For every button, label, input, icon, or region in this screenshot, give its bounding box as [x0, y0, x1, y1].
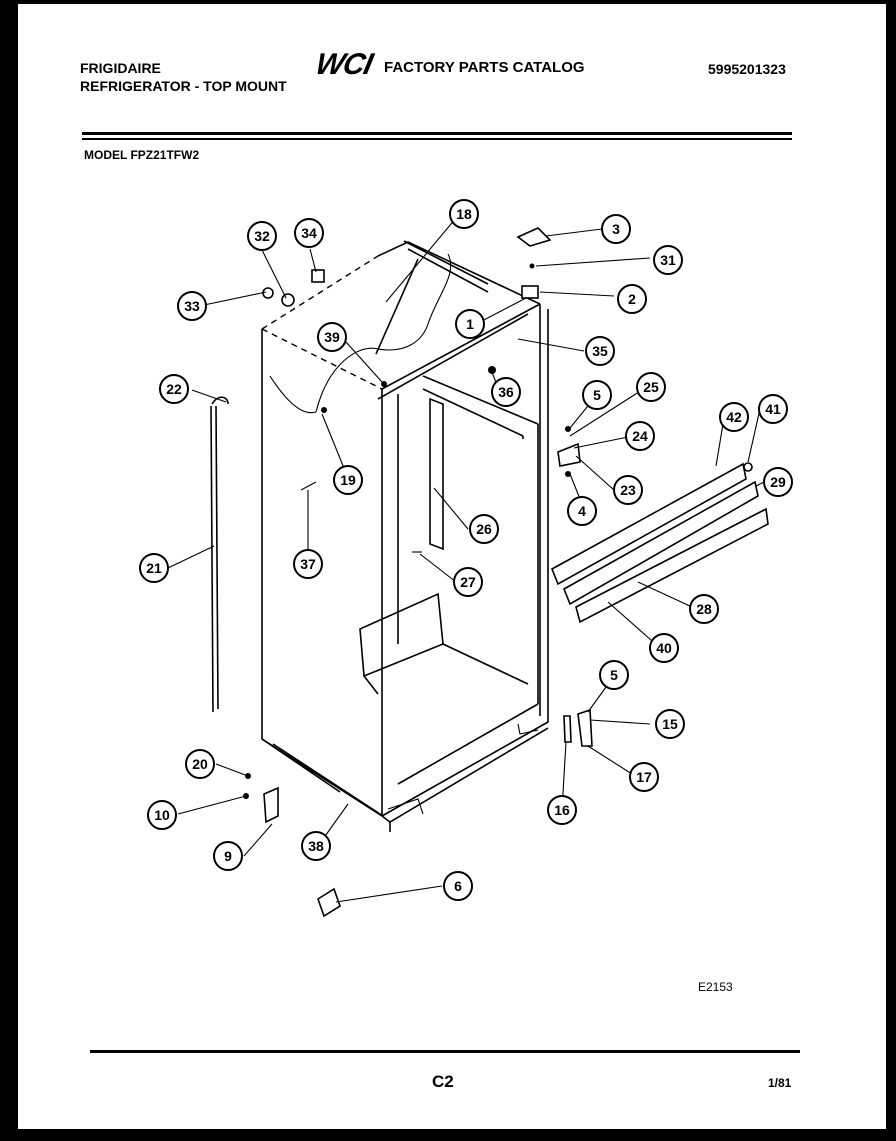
svg-text:18: 18	[456, 206, 472, 222]
diagram-code: E2153	[698, 980, 733, 994]
svg-text:28: 28	[696, 601, 712, 617]
callout-24: 24	[625, 421, 655, 451]
svg-text:41: 41	[765, 401, 781, 417]
svg-text:2: 2	[628, 291, 636, 307]
footer-rule	[90, 1050, 800, 1053]
parts-hardware	[210, 227, 769, 918]
svg-text:26: 26	[476, 521, 492, 537]
svg-text:21: 21	[146, 560, 162, 576]
product-type: REFRIGERATOR - TOP MOUNT	[80, 78, 287, 94]
svg-text:6: 6	[454, 878, 462, 894]
callout-5: 5	[582, 380, 612, 410]
callout-40: 40	[649, 633, 679, 663]
callout-15: 15	[655, 709, 685, 739]
callout-34: 34	[294, 218, 324, 248]
callout-33: 33	[177, 291, 207, 321]
callout-37: 37	[293, 549, 323, 579]
callout-31: 31	[653, 245, 683, 275]
svg-text:5: 5	[610, 667, 618, 683]
callout-23: 23	[613, 475, 643, 505]
brand-name: FRIGIDAIRE	[80, 60, 161, 76]
callout-5-lower: 5	[599, 660, 629, 690]
svg-text:24: 24	[632, 428, 648, 444]
svg-text:9: 9	[224, 848, 232, 864]
svg-text:32: 32	[254, 228, 270, 244]
callout-2: 2	[617, 284, 647, 314]
callout-21: 21	[139, 553, 169, 583]
exploded-parts-diagram: 18 3 32 34 31 2 33 1 39 35 22 36 5 25 42…	[139, 199, 793, 918]
callout-25: 25	[636, 372, 666, 402]
page-code: C2	[432, 1072, 454, 1091]
callout-42: 42	[719, 402, 749, 432]
callout-6: 6	[443, 871, 473, 901]
cabinet-shell	[261, 240, 549, 832]
callout-4: 4	[567, 496, 597, 526]
catalog-title: FACTORY PARTS CATALOG	[384, 59, 585, 76]
svg-text:38: 38	[308, 838, 324, 854]
catalog-date: 1/81	[768, 1076, 792, 1090]
svg-text:3: 3	[612, 221, 620, 237]
callout-16: 16	[547, 795, 577, 825]
catalog-page: FRIGIDAIRE REFRIGERATOR - TOP MOUNT WCI …	[18, 4, 886, 1129]
header-rule	[82, 132, 792, 135]
part-callouts: 18 3 32 34 31 2 33 1 39 35 22 36 5 25 42…	[139, 199, 793, 901]
svg-text:1: 1	[466, 316, 474, 332]
svg-text:5: 5	[593, 387, 601, 403]
svg-text:37: 37	[300, 556, 316, 572]
callout-9: 9	[213, 841, 243, 871]
callout-32: 32	[247, 221, 277, 251]
callout-17: 17	[629, 762, 659, 792]
svg-text:4: 4	[578, 503, 586, 519]
svg-text:27: 27	[460, 574, 476, 590]
callout-1: 1	[455, 309, 485, 339]
callout-27: 27	[453, 567, 483, 597]
svg-text:29: 29	[770, 474, 786, 490]
svg-text:42: 42	[726, 409, 742, 425]
callout-19: 19	[333, 465, 363, 495]
callout-41: 41	[758, 394, 788, 424]
svg-text:16: 16	[554, 802, 570, 818]
leader-lines	[167, 217, 765, 903]
svg-text:22: 22	[166, 381, 182, 397]
callout-10: 10	[147, 800, 177, 830]
svg-text:17: 17	[636, 769, 652, 785]
callout-35: 35	[585, 336, 615, 366]
svg-text:31: 31	[660, 252, 676, 268]
svg-text:34: 34	[301, 225, 317, 241]
callout-26: 26	[469, 514, 499, 544]
callout-28: 28	[689, 594, 719, 624]
svg-text:25: 25	[643, 379, 659, 395]
callout-39: 39	[317, 322, 347, 352]
svg-text:40: 40	[656, 640, 672, 656]
svg-text:36: 36	[498, 384, 514, 400]
callout-18: 18	[449, 199, 479, 229]
header-rule-secondary	[82, 138, 792, 140]
svg-text:10: 10	[154, 807, 170, 823]
svg-text:15: 15	[662, 716, 678, 732]
svg-text:20: 20	[192, 756, 208, 772]
svg-text:39: 39	[324, 329, 340, 345]
svg-text:33: 33	[184, 298, 200, 314]
catalog-part-number: 5995201323	[708, 61, 786, 77]
callout-36: 36	[491, 377, 521, 407]
callout-22: 22	[159, 374, 189, 404]
callout-29: 29	[763, 467, 793, 497]
callout-3: 3	[601, 214, 631, 244]
callout-38: 38	[301, 831, 331, 861]
model-number: MODEL FPZ21TFW2	[84, 148, 200, 162]
svg-text:35: 35	[592, 343, 608, 359]
svg-text:19: 19	[340, 472, 356, 488]
svg-text:23: 23	[620, 482, 636, 498]
callout-20: 20	[185, 749, 215, 779]
